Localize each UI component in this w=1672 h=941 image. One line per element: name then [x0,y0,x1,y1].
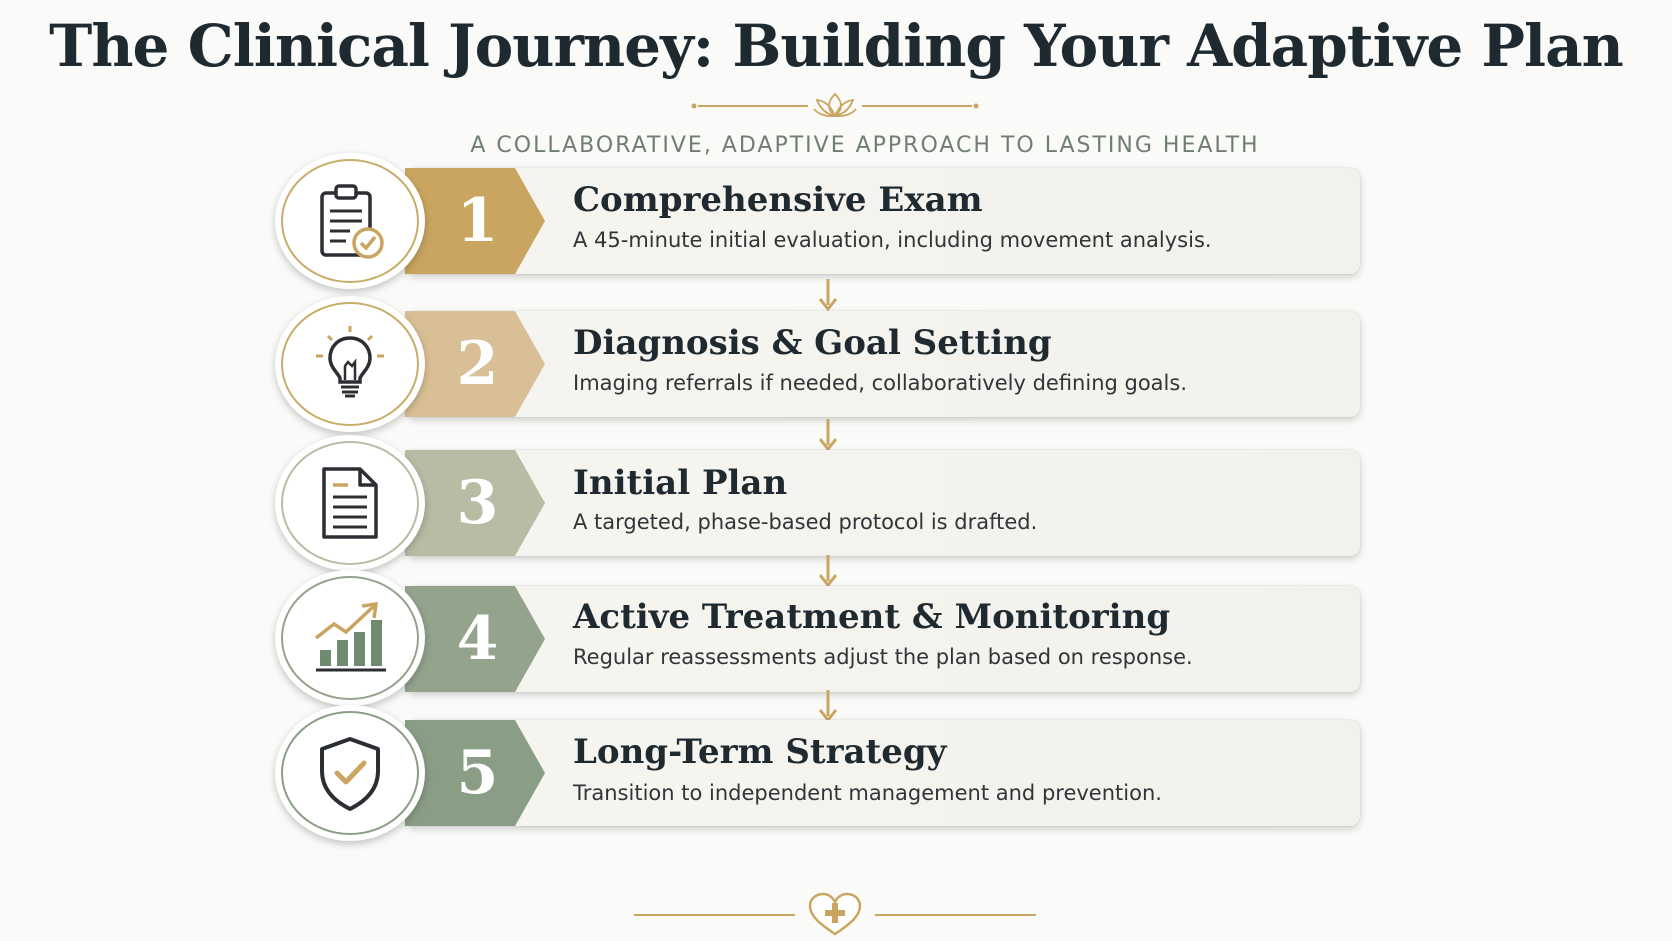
clipboard-check-icon [320,184,384,259]
step-connector-arrow [818,690,838,723]
step-number: 3 [456,468,499,538]
step-5: 5 Long-Term Strategy Transition to indep… [0,0,1672,841]
step-icon-circle [275,296,425,432]
step-3: 3 Initial Plan A targeted, phase-based p… [0,0,1672,571]
step-number: 2 [456,329,499,399]
step-icon-circle [275,570,425,706]
step-icon-circle [275,435,425,571]
step-description: A targeted, phase-based protocol is draf… [573,510,1038,534]
step-2: 2 Diagnosis & Goal Setting Imaging refer… [0,0,1672,432]
heart-cross-divider [634,892,1036,936]
step-connector-arrow [818,419,838,452]
step-number-chevron [405,311,545,417]
step-number-chevron [405,450,545,556]
step-connector-arrow [818,555,838,588]
lightbulb-icon [316,326,384,398]
step-number-chevron [405,168,545,274]
step-connector-arrow [818,279,838,312]
step-card [405,311,1360,417]
step-card [405,168,1360,274]
step-card [405,450,1360,556]
step-title: Initial Plan [573,463,788,503]
step-title: Active Treatment & Monitoring [573,597,1171,637]
step-description: Imaging referrals if needed, collaborati… [573,371,1188,395]
step-card [405,586,1360,692]
step-number: 1 [456,186,499,256]
page-title: The Clinical Journey: Building Your Adap… [49,12,1624,80]
step-description: A 45-minute initial evaluation, includin… [573,228,1212,252]
step-1: 1 Comprehensive Exam A 45-minute initial… [0,0,1672,289]
step-title: Diagnosis & Goal Setting [573,323,1052,363]
step-number: 5 [456,738,499,808]
document-icon [322,467,378,539]
step-icon-circle [275,153,425,289]
shield-check-icon [320,737,380,811]
lotus-divider [691,92,979,118]
growth-chart-icon [314,601,386,672]
step-description: Regular reassessments adjust the plan ba… [573,645,1193,669]
step-number: 4 [456,604,499,674]
step-icon-circle [275,705,425,841]
step-title: Long-Term Strategy [573,732,947,772]
step-description: Transition to independent management and… [573,781,1162,805]
step-card [405,720,1360,826]
step-number-chevron [405,720,545,826]
step-number-chevron [405,586,545,692]
page-subtitle: A COLLABORATIVE, ADAPTIVE APPROACH TO LA… [470,133,1260,158]
step-title: Comprehensive Exam [573,180,983,220]
step-4: 4 Active Treatment & Monitoring Regular … [0,0,1672,706]
